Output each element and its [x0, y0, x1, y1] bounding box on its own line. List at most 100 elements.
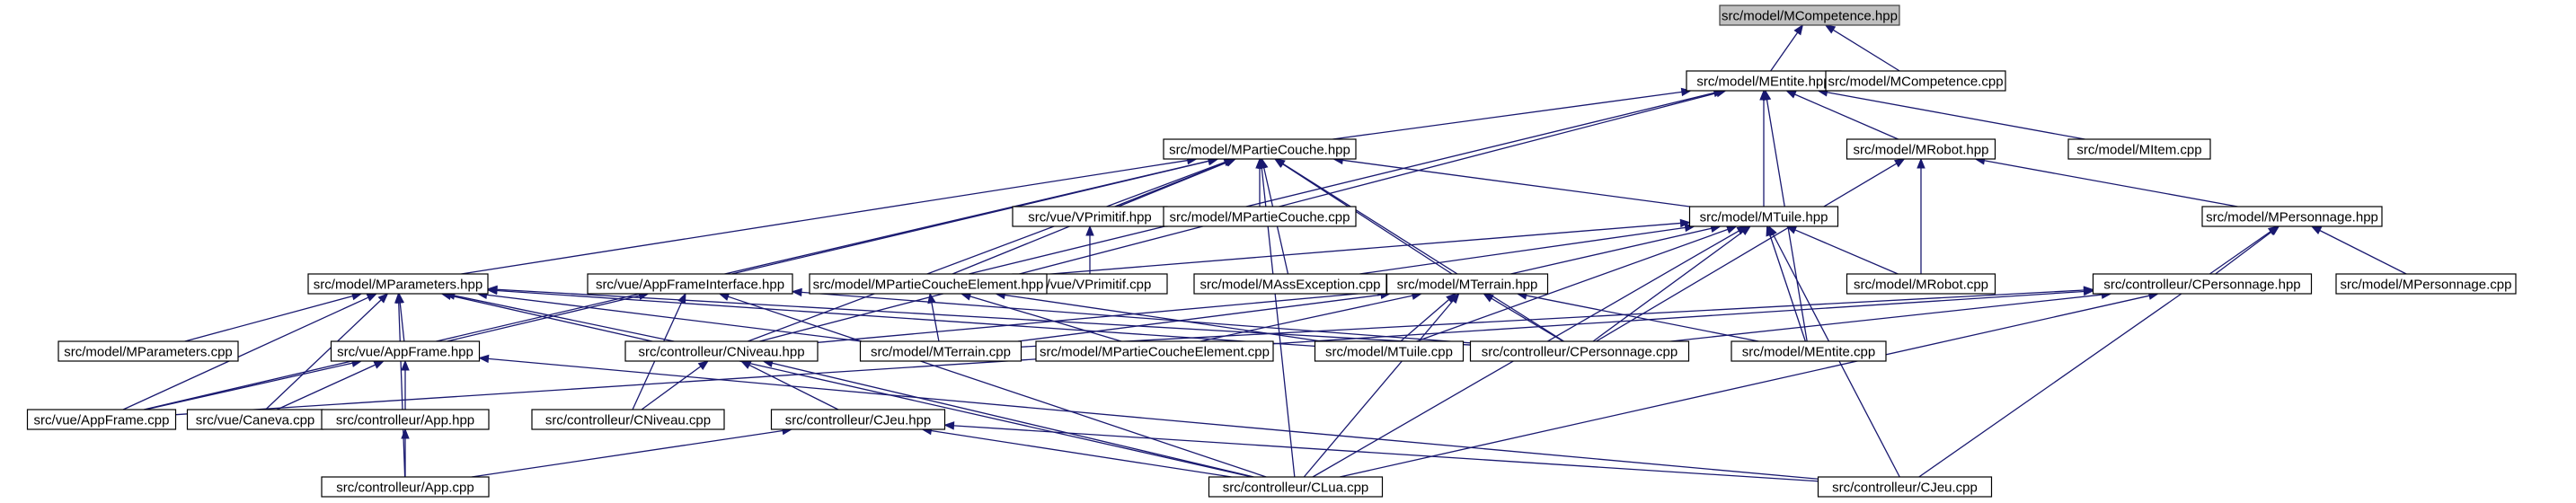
edge-arrowhead — [2267, 225, 2279, 235]
node-box — [2335, 273, 2517, 295]
edge-clua_cpp-to-cniveau_hpp — [772, 362, 1254, 478]
node-label: src/model/MAssException.cpp — [1200, 278, 1381, 293]
node-box — [2067, 138, 2211, 160]
node-model-mpersonnage-hpp[interactable]: src/model/MPersonnage.hpp — [2201, 206, 2383, 227]
node-model-mpartiecoucheelement-hpp[interactable]: src/model/MPartieCoucheElement.hpp — [809, 273, 1048, 295]
edge-arrowhead — [1824, 24, 1837, 34]
edge-mentite_cpp-to-mterrain_hpp — [1526, 295, 1759, 342]
node-model-mterrain-hpp[interactable]: src/model/MTerrain.hpp — [1385, 273, 1549, 295]
node-model-mtuile-cpp[interactable]: src/model/MTuile.cpp — [1314, 340, 1465, 362]
edge-arrowhead — [394, 292, 403, 304]
node-controlleur-clua-cpp[interactable]: src/controlleur/CLua.cpp — [1208, 476, 1384, 498]
node-model-mparameters-cpp[interactable]: src/model/MParameters.cpp — [58, 340, 239, 362]
node-model-mparameters-hpp[interactable]: src/model/MParameters.hpp — [307, 273, 489, 295]
node-model-massexception-cpp[interactable]: src/model/MAssException.cpp — [1193, 273, 1387, 295]
node-model-mentite-cpp[interactable]: src/model/MEntite.cpp — [1731, 340, 1887, 362]
node-model-mtuile-hpp[interactable]: src/model/MTuile.hpp — [1688, 206, 1839, 227]
edge-clua_cpp-to-appframeinterface_hpp — [728, 296, 1267, 478]
node-model-mpartiecouche-cpp[interactable]: src/model/MPartieCouche.cpp — [1163, 206, 1357, 227]
node-label: src/model/MEntite.hpp — [1696, 75, 1830, 90]
edge-caneva_cpp-to-appframe_hpp — [276, 364, 376, 410]
node-vue-appframe-hpp[interactable]: src/vue/AppFrame.hpp — [330, 340, 481, 362]
edge-arrowhead — [1736, 225, 1748, 235]
node-controlleur-app-hpp[interactable]: src/controlleur/App.hpp — [321, 409, 490, 430]
edge-cpersonnage_hpp-to-mpersonnage_hpp — [2215, 231, 2272, 275]
node-model-mpartiecouche-hpp[interactable]: src/model/MPartieCouche.hpp — [1163, 138, 1357, 160]
edge-cpersonnage_cpp-to-cpersonnage_hpp — [1670, 294, 2102, 342]
node-model-mrobot-cpp[interactable]: src/model/MRobot.cpp — [1846, 273, 1996, 295]
edge-arrowhead — [1917, 157, 1925, 169]
edge-mterrain_cpp-to-cpersonnage_hpp — [1021, 289, 2085, 348]
edge-app_cpp-to-mparameters_hpp — [398, 302, 406, 478]
node-label: src/controlleur/App.hpp — [336, 413, 474, 428]
node-label: src/model/MParameters.hpp — [314, 278, 482, 293]
edge-mpersonnage_hpp-to-mrobot_hpp — [1984, 160, 2238, 207]
node-controlleur-cjeu-cpp[interactable]: src/controlleur/CJeu.cpp — [1817, 476, 1993, 498]
edge-cpersonnage_cpp-to-mtuile_hpp — [1592, 231, 1744, 342]
node-label: src/model/MPartieCouche.cpp — [1170, 210, 1350, 225]
edge-mpartiecoucheelement_cpp-to-mpartiecoucheelement_hpp — [969, 296, 1122, 342]
node-box — [1469, 340, 1690, 362]
node-vue-appframeinterface-hpp[interactable]: src/vue/AppFrameInterface.hpp — [587, 273, 793, 295]
node-controlleur-cniveau-cpp[interactable]: src/controlleur/CNiveau.cpp — [531, 409, 725, 430]
node-model-mpartiecoucheelement-cpp[interactable]: src/model/MPartieCoucheElement.cpp — [1035, 340, 1274, 362]
node-box — [1314, 340, 1465, 362]
node-controlleur-cpersonnage-cpp[interactable]: src/controlleur/CPersonnage.cpp — [1469, 340, 1690, 362]
node-box — [1846, 138, 1996, 160]
edge-appframe_hpp-to-appframeinterface_hpp — [447, 295, 640, 342]
edge-arrowhead — [1725, 225, 1738, 234]
node-label: src/controlleur/CJeu.hpp — [785, 413, 932, 428]
node-box — [809, 273, 1048, 295]
edge-arrowhead — [1762, 89, 1772, 101]
node-label: src/vue/AppFrameInterface.hpp — [596, 278, 784, 293]
node-box — [624, 340, 819, 362]
node-model-mcompetence-hpp[interactable]: src/model/MCompetence.hpp — [1719, 4, 1900, 26]
node-controlleur-cjeu-hpp[interactable]: src/controlleur/CJeu.hpp — [770, 409, 946, 430]
node-model-mentite-hpp[interactable]: src/model/MEntite.hpp — [1686, 70, 1842, 92]
edge-arrowhead — [1274, 158, 1286, 168]
edge-appframe_hpp-to-mparameters_hpp — [399, 302, 405, 342]
edge-cniveau_cpp-to-cniveau_hpp — [641, 366, 702, 410]
edge-app_cpp-to-cjeu_hpp — [471, 429, 783, 478]
edge-arrowhead — [366, 293, 378, 302]
node-box — [1846, 273, 1996, 295]
edge-cpersonnage_cpp-to-appframeinterface_hpp — [801, 291, 1471, 344]
edge-mpartiecoucheelement_cpp-to-mterrain_hpp — [1199, 295, 1413, 342]
edge-cpersonnage_cpp-to-mpartiecouche_hpp — [1282, 163, 1564, 342]
node-box — [1163, 138, 1357, 160]
node-model-mpersonnage-cpp[interactable]: src/model/MPersonnage.cpp — [2335, 273, 2517, 295]
file-nodes: src/model/MCompetence.hpp src/model/MEnti… — [26, 4, 2517, 498]
node-box — [859, 340, 1022, 362]
node-controlleur-app-cpp[interactable]: src/controlleur/App.cpp — [321, 476, 490, 498]
node-box — [330, 340, 481, 362]
edge-mparameters_hpp-to-mpartiecouche_hpp — [461, 159, 1188, 275]
edge-arrowhead — [401, 359, 410, 371]
node-vue-appframe-cpp[interactable]: src/vue/AppFrame.cpp — [26, 409, 177, 430]
node-label: src/model/MParameters.cpp — [64, 345, 233, 360]
node-vue-vprimitif-hpp[interactable]: src/vue/VPrimitif.hpp — [1012, 206, 1168, 227]
node-model-mrobot-hpp[interactable]: src/model/MRobot.hpp — [1846, 138, 1996, 160]
edge-arrowhead — [1257, 157, 1266, 169]
node-model-mitem-cpp[interactable]: src/model/MItem.cpp — [2067, 138, 2211, 160]
node-label: src/model/MRobot.hpp — [1854, 143, 1989, 158]
node-controlleur-cpersonnage-hpp[interactable]: src/controlleur/CPersonnage.hpp — [2092, 273, 2313, 295]
node-model-mterrain-cpp[interactable]: src/model/MTerrain.cpp — [859, 340, 1022, 362]
edge-arrowhead — [943, 421, 955, 430]
node-model-mcompetence-cpp[interactable]: src/model/MCompetence.cpp — [1825, 70, 2006, 92]
edge-arrowhead — [478, 354, 490, 364]
node-label: src/model/MTuile.cpp — [1325, 345, 1453, 360]
node-label: src/model/MTerrain.hpp — [1397, 278, 1538, 293]
node-vue-caneva-cpp[interactable]: src/vue/Caneva.cpp — [186, 409, 324, 430]
node-label: src/vue/VPrimitif.cpp — [1029, 278, 1152, 293]
edge-cpersonnage_cpp-to-mrobot_hpp — [1596, 163, 1898, 342]
edge-caneva_cpp-to-mparameters_hpp — [265, 299, 382, 410]
node-label: src/model/MPersonnage.hpp — [2206, 210, 2378, 225]
edge-mpartiecoucheelement_hpp-to-mtuile_hpp — [1046, 222, 1681, 276]
edge-mentite_cpp-to-mtuile_hpp — [1769, 234, 1806, 342]
node-label: src/vue/Caneva.cpp — [196, 413, 315, 428]
edge-mtuile_cpp-to-mpartiecoucheelement_hpp — [1005, 294, 1322, 342]
node-vue-vprimitif-cpp[interactable]: src/vue/VPrimitif.cpp — [1012, 273, 1168, 295]
node-controlleur-cniveau-hpp[interactable]: src/controlleur/CNiveau.hpp — [624, 340, 819, 362]
edge-massexception_cpp-to-mtuile_hpp — [1359, 226, 1686, 275]
node-label: src/model/MTerrain.cpp — [871, 345, 1011, 360]
